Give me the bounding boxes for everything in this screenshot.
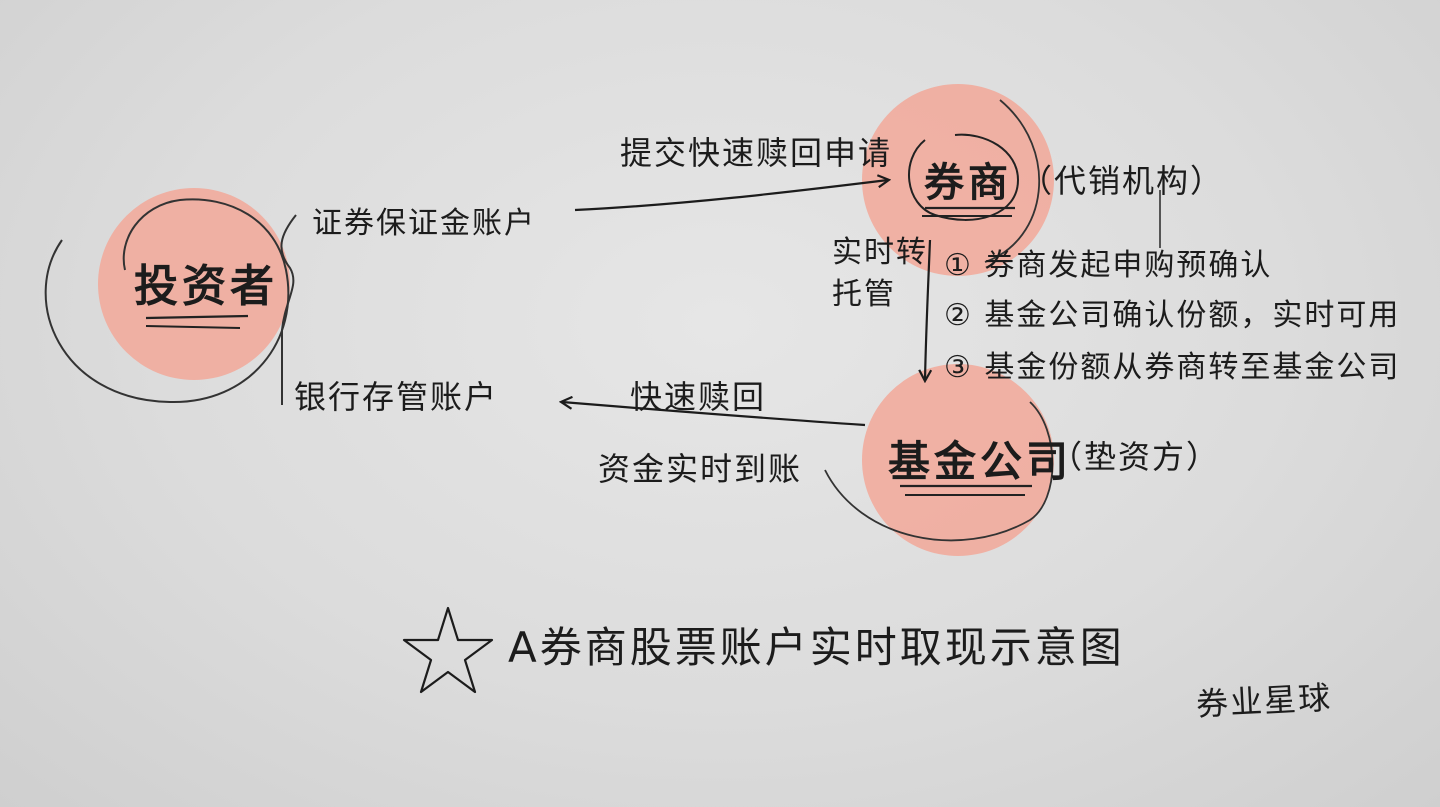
submit-request-arrow [574,180,888,212]
broker-arc [984,99,1041,263]
broker-highlight [862,84,1054,276]
securities-account-label: 证券保证金账户 [312,206,536,241]
diagram-caption: A券商股票账户实时取现示意图 [508,623,1125,672]
investor-underline-2 [145,325,241,329]
fast-redeem-label: 快速赎回 [630,378,767,416]
funds-arrive-label: 资金实时到账 [598,450,803,488]
custody-transfer-arrow [925,239,930,380]
fast-redeem-arrow [562,402,866,427]
signature: 券业星球 [1195,678,1334,724]
step-3: ③ 基金份额从券商转至基金公司 [944,350,1401,385]
step-1: ① 券商发起申购预确认 [944,248,1273,283]
star-icon [402,606,494,694]
fund-note: （垫资方） [1050,438,1221,476]
investor-node: 投资者 [134,261,278,312]
submit-request-label: 提交快速赎回申请 [620,134,893,172]
investor-underline-1 [145,314,249,320]
fund-highlight [862,364,1054,556]
fund-node: 基金公司 [888,437,1073,486]
bank-account-label: 银行存管账户 [294,378,499,416]
step-2: ② 基金公司确认份额，实时可用 [944,298,1401,333]
investor-highlight [98,188,290,380]
broker-note: （代销机构） [1020,162,1225,200]
investor-outline [44,198,290,404]
broker-node: 券商 [924,160,1012,206]
realtime-custody-label: 实时转托管 [832,235,928,312]
fund-arc [824,401,1054,542]
investor-bracket [280,214,297,405]
